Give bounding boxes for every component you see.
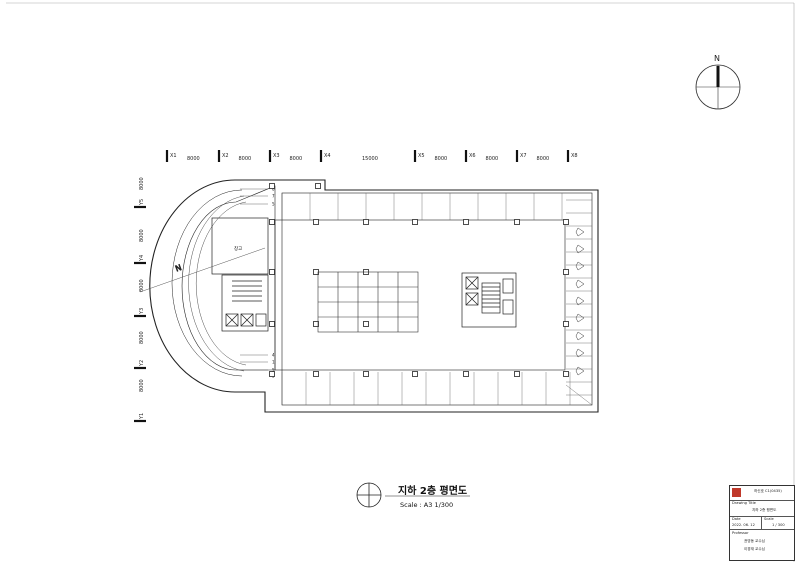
central-ramp: [317, 271, 419, 333]
scale-value: 1 / 300: [772, 523, 785, 527]
title-block: 하신호 C1(0435) Drawing Title 지하 2층 평면도 Dat…: [729, 485, 795, 561]
y-dimension: 8000: [139, 331, 145, 344]
professor-label: Professor: [732, 531, 749, 535]
x-dimension: 8000: [486, 156, 499, 162]
accessible-stall-icon: [575, 348, 585, 358]
x-dimension: 8000: [537, 156, 550, 162]
column: [315, 183, 321, 189]
ramp-mark: 8: [272, 187, 275, 192]
x-grid-label: X5: [418, 153, 425, 159]
x-dimension: 15000: [362, 156, 378, 162]
column: [363, 219, 369, 225]
column: [269, 183, 275, 189]
accessible-stall-icon: [575, 279, 585, 289]
y-dimension: 8000: [139, 229, 145, 242]
parking-stalls: [281, 193, 593, 406]
date-label: Date: [732, 517, 741, 521]
accessible-stall-icon: [575, 331, 585, 341]
ramp-mark: 1: [272, 360, 275, 365]
x-grid-label: X6: [469, 153, 476, 159]
drawing-title-value: 지하 2층 평면도: [752, 508, 777, 512]
x-dimension: 8000: [435, 156, 448, 162]
x-grid-label: X8: [571, 153, 578, 159]
ramp-mark: 4: [272, 353, 275, 358]
drawing-title: 지하 2층 평면도: [398, 486, 468, 497]
y-grid-label: Y3: [139, 308, 145, 315]
x-grid-axis: X1 8000 X2 8000 X3 8000 X4 15000 X5 8000 X6 8000 X7 8…: [165, 150, 578, 162]
structural-columns: [269, 183, 569, 377]
x-grid-label: X4: [324, 153, 331, 159]
column: [313, 371, 319, 377]
column: [269, 269, 275, 275]
ramp-lines: [240, 188, 268, 371]
accessible-stall-markers: [575, 227, 585, 376]
drawing-scale: Scale : A3 1/300: [400, 501, 454, 509]
logo-text: 하신호 C1(0435): [754, 489, 782, 493]
accessible-stall-icon: [575, 296, 585, 306]
core-right: [461, 272, 517, 328]
y-dimension: 8000: [139, 379, 145, 392]
column: [363, 371, 369, 377]
column: [563, 321, 569, 327]
column: [463, 371, 469, 377]
professor-2: 이경재 교수님: [744, 547, 765, 551]
column: [269, 219, 275, 225]
title-symbol: [356, 482, 470, 508]
logo-mark: [732, 488, 741, 497]
y-grid-label: Y4: [139, 255, 145, 262]
date-value: 2022. 06. 12: [732, 523, 755, 527]
ramp-mark: 7: [272, 194, 275, 199]
stall-diagonal: [565, 384, 593, 406]
column: [363, 321, 369, 327]
accessible-stall-icon: [575, 366, 585, 376]
column: [514, 219, 520, 225]
column: [514, 371, 520, 377]
drawing-title-label: Drawing Title: [732, 501, 756, 505]
professor-1: 권영동 교수님: [744, 539, 765, 543]
column: [412, 371, 418, 377]
x-dimension: 8000: [290, 156, 303, 162]
x-grid-label: X7: [520, 153, 527, 159]
y-grid-label: Y1: [139, 413, 145, 420]
column: [563, 219, 569, 225]
north-label: N: [714, 54, 720, 63]
x-grid-label: X1: [170, 153, 177, 159]
accessible-stall-icon: [575, 261, 585, 271]
scale-label: Scale: [764, 517, 774, 521]
core-left: N: [139, 217, 269, 332]
x-dimension: 8000: [239, 156, 252, 162]
svg-text:N: N: [174, 263, 183, 274]
x-grid-label: X3: [273, 153, 280, 159]
column: [269, 371, 275, 377]
ramp-marks: 8754155: [272, 187, 275, 379]
accessible-stall-icon: [575, 313, 585, 323]
column: [269, 321, 275, 327]
column: [463, 219, 469, 225]
x-dimension: 8000: [187, 156, 200, 162]
north-arrow: N: [695, 54, 741, 110]
y-grid-label: Y2: [139, 360, 145, 367]
column: [563, 269, 569, 275]
y-dimension: 8000: [139, 279, 145, 292]
column: [563, 371, 569, 377]
accessible-stall-icon: [575, 227, 585, 237]
ramp-mark: 5: [272, 202, 275, 207]
column: [412, 219, 418, 225]
building-outline: [149, 179, 599, 413]
y-dimension: 8000: [139, 177, 145, 190]
column: [313, 219, 319, 225]
storage-room-label: 창고: [234, 245, 242, 252]
column: [313, 321, 319, 327]
ramp-mark: 5: [272, 368, 275, 373]
accessible-stall-icon: [575, 244, 585, 254]
x-grid-label: X2: [222, 153, 229, 159]
y-grid-label: Y5: [139, 199, 145, 206]
